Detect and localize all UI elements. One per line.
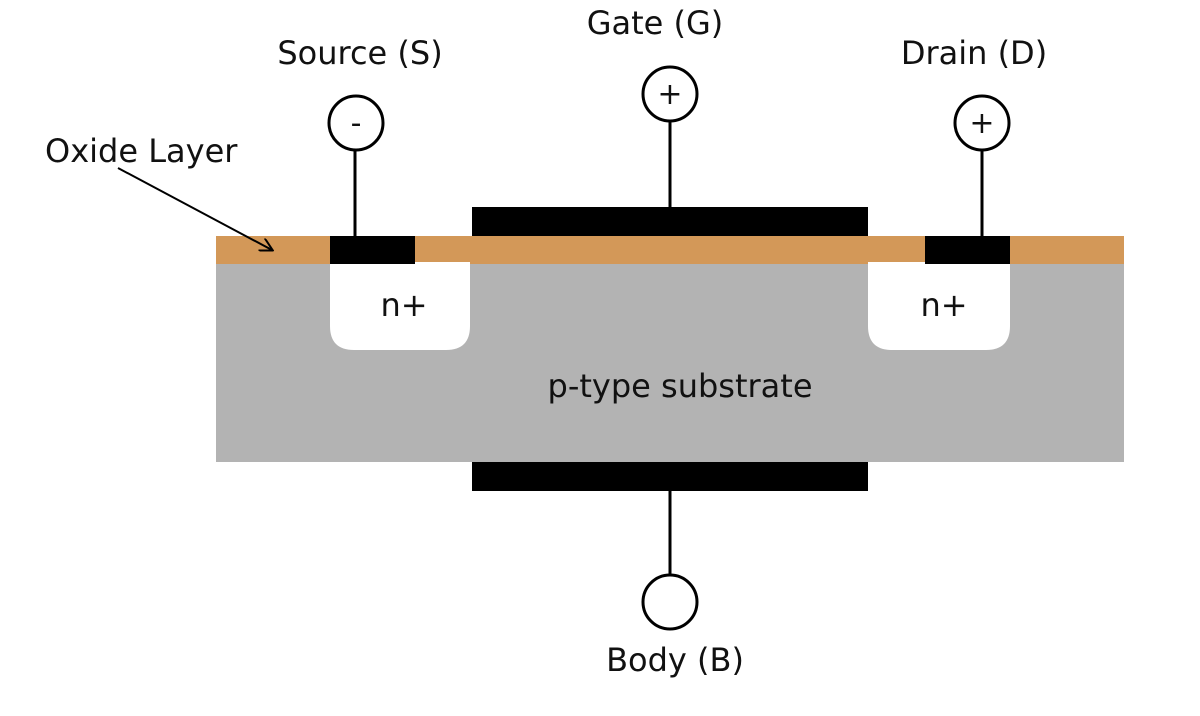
drain-doping-label: n+ [920, 286, 967, 324]
source-label: Source (S) [277, 34, 442, 72]
drain-polarity: + [969, 106, 994, 141]
drain-n-plus-region [868, 262, 1010, 350]
gate-polarity: + [657, 77, 682, 112]
substrate-label: p-type substrate [548, 367, 813, 405]
gate-electrode [472, 207, 868, 236]
source-doping-label: n+ [380, 286, 427, 324]
oxide-layer-label: Oxide Layer [45, 132, 238, 170]
source-polarity: - [351, 106, 362, 141]
body-terminal-icon [641, 573, 699, 631]
gate-label: Gate (G) [587, 4, 724, 42]
drain-terminal-icon [953, 94, 1011, 152]
drain-label: Drain (D) [901, 34, 1047, 72]
gate-terminal-icon [641, 65, 699, 123]
body-electrode [472, 462, 868, 491]
oxide-pointer-arrow [117, 167, 272, 250]
source-n-plus-region [330, 262, 470, 350]
body-label: Body (B) [606, 641, 744, 679]
source-terminal-icon [327, 94, 385, 152]
drain-contact [925, 236, 1010, 264]
source-contact [330, 236, 415, 264]
